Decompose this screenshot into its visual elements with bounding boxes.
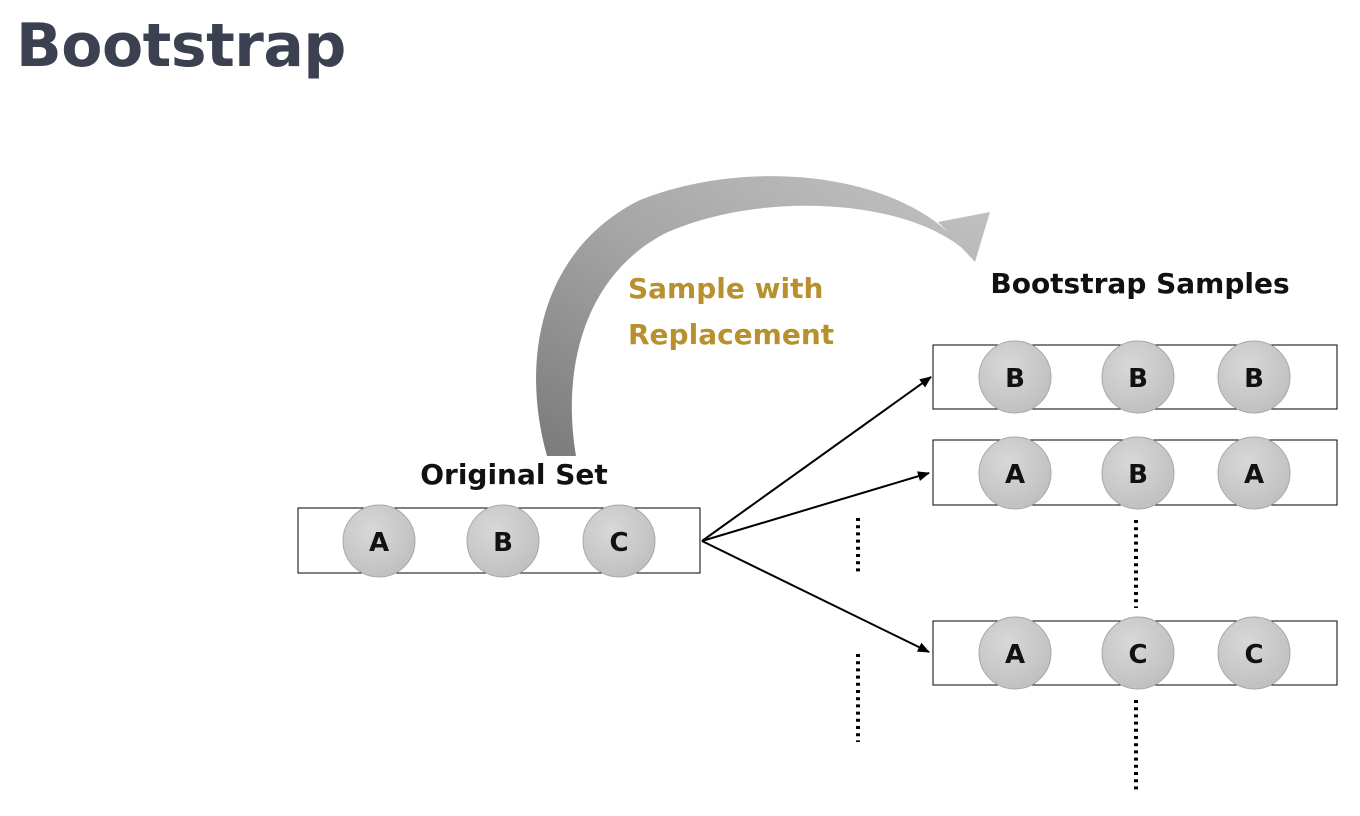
- sample-item-label: B: [1244, 364, 1264, 394]
- sample-item-label: C: [1244, 640, 1263, 670]
- sample-item: B: [1101, 436, 1175, 510]
- sample-item-label: B: [1005, 364, 1025, 394]
- original-set-box: A B C: [297, 504, 701, 578]
- sample-item: A: [978, 436, 1052, 510]
- sample-item-label: B: [1128, 460, 1148, 490]
- bootstrap-sample: A C C: [932, 616, 1338, 690]
- original-item-label: B: [493, 528, 513, 558]
- replacement-label: Replacement: [628, 318, 834, 351]
- sample-item-label: A: [1005, 460, 1025, 490]
- slide-title: Bootstrap: [16, 11, 346, 81]
- original-item: C: [582, 504, 656, 578]
- arrow-to-sample-3: [701, 540, 930, 653]
- arrow-to-sample-2: [701, 471, 930, 542]
- bootstrap-sample: A B A: [932, 436, 1338, 510]
- sample-item: B: [1101, 340, 1175, 414]
- sample-item: B: [1217, 340, 1291, 414]
- ellipsis-dots: [856, 518, 1138, 790]
- sample-item: A: [1217, 436, 1291, 510]
- sample-item-label: B: [1128, 364, 1148, 394]
- sample-item-label: A: [1005, 640, 1025, 670]
- arrow-to-sample-1: [701, 376, 932, 542]
- sample-item: C: [1217, 616, 1291, 690]
- original-item-label: C: [609, 528, 628, 558]
- bootstrap-samples-label: Bootstrap Samples: [990, 267, 1289, 300]
- sample-item: C: [1101, 616, 1175, 690]
- sample-item-label: A: [1244, 460, 1264, 490]
- curved-arrow: [536, 176, 990, 456]
- sample-item: A: [978, 616, 1052, 690]
- sample-item-label: C: [1128, 640, 1147, 670]
- original-item: A: [342, 504, 416, 578]
- connector-arrows: [701, 376, 932, 653]
- bootstrap-sample: B B B: [932, 340, 1338, 414]
- sample-with-label: Sample with: [628, 272, 823, 305]
- original-item-label: A: [369, 528, 389, 558]
- original-set-label: Original Set: [420, 458, 608, 491]
- sample-item: B: [978, 340, 1052, 414]
- original-item: B: [466, 504, 540, 578]
